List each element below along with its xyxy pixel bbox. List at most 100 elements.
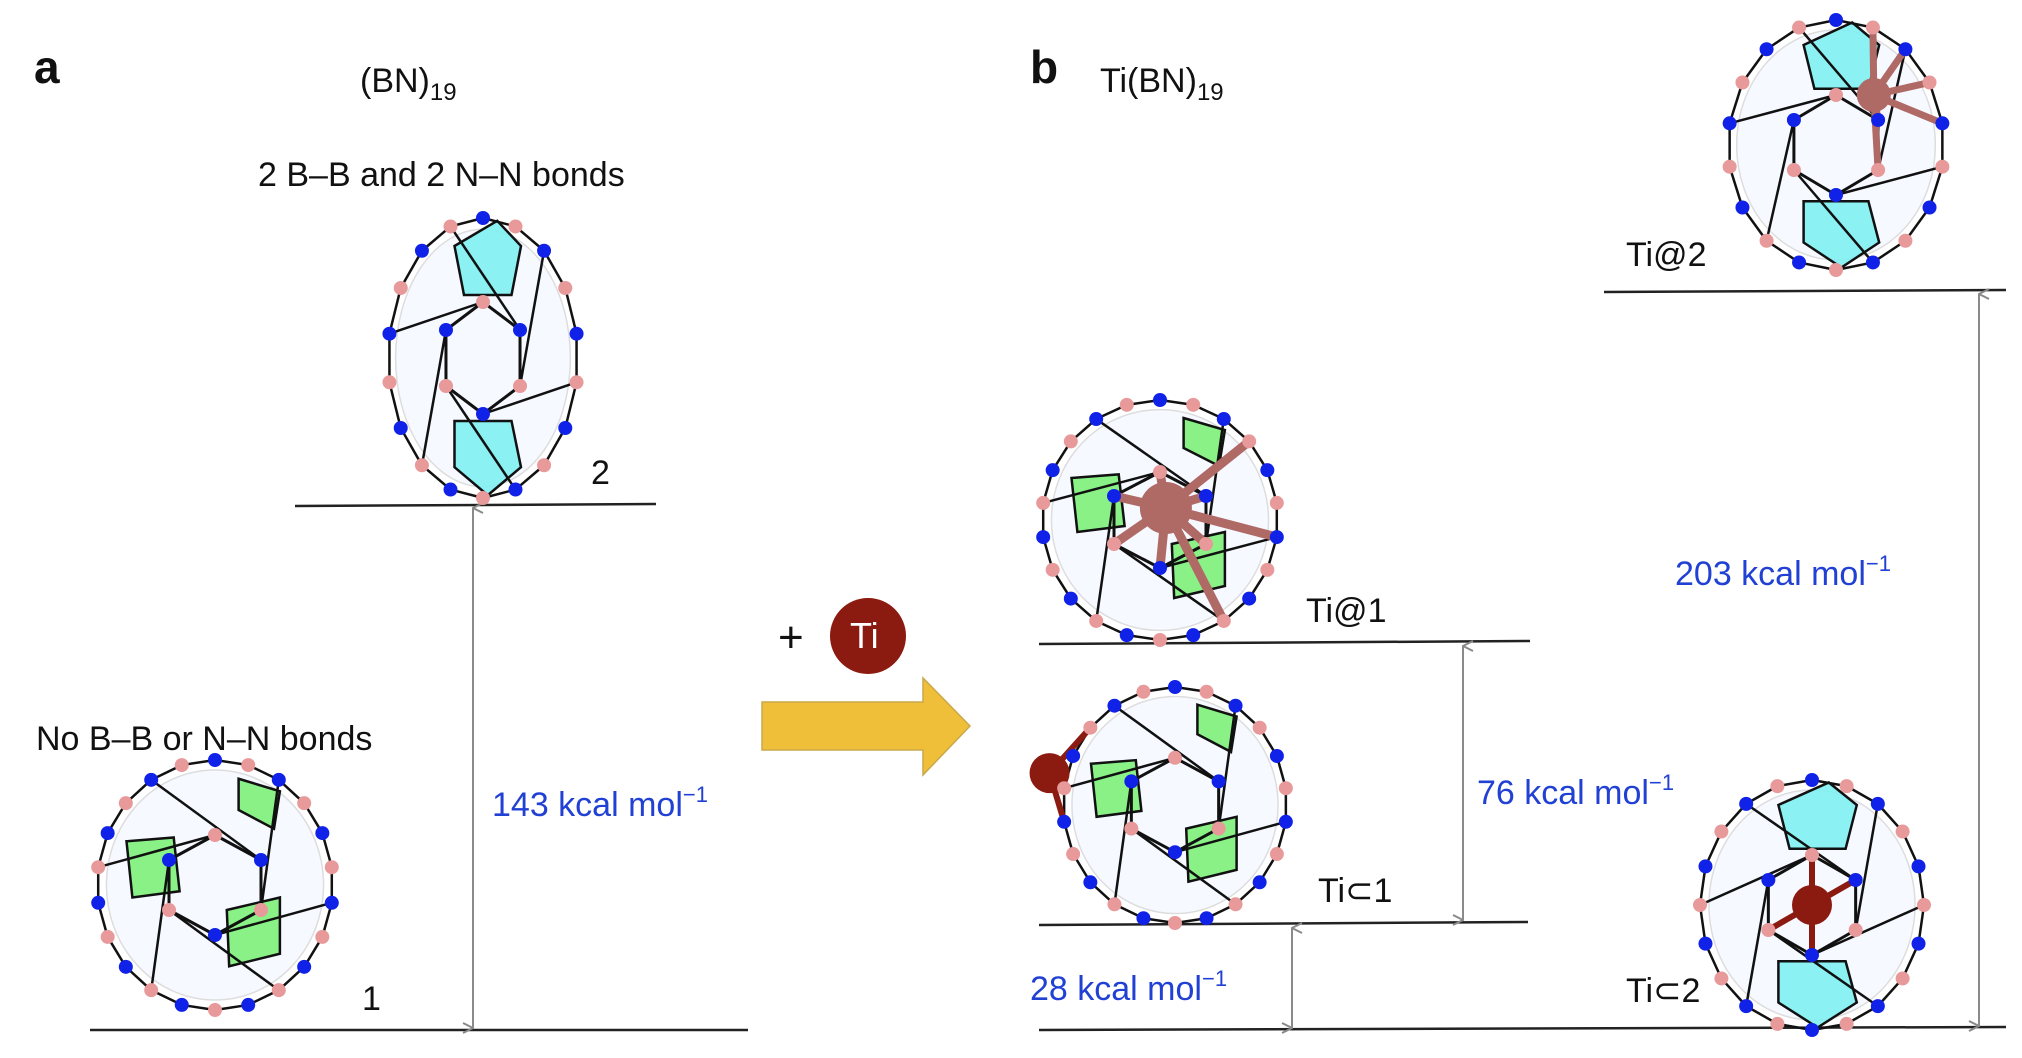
boron-atom <box>1269 847 1284 862</box>
boron-atom <box>315 929 330 944</box>
nitrogen-atom <box>1759 42 1774 57</box>
pentagon-face <box>453 419 523 497</box>
boron-atom <box>253 903 268 917</box>
molecule-ti-at-1 <box>1036 393 1284 647</box>
nitrogen-atom <box>1269 530 1284 545</box>
boron-atom <box>1770 779 1785 794</box>
boron-atom <box>1759 233 1774 248</box>
bond <box>445 300 484 332</box>
bond <box>420 329 448 466</box>
nitrogen-atom <box>324 895 339 910</box>
bond <box>542 250 567 289</box>
boron-atom <box>1168 916 1182 930</box>
nitrogen-atom <box>1228 698 1243 713</box>
boron-atom <box>1871 163 1886 177</box>
panel-a-label: a <box>34 41 60 93</box>
boron-atom <box>91 860 106 875</box>
bond <box>542 427 567 466</box>
boron-atom <box>1278 781 1293 796</box>
bond <box>1729 93 1837 125</box>
bond <box>1113 542 1225 622</box>
boron-atom <box>100 929 115 944</box>
boron-atom <box>1848 923 1863 937</box>
nitrogen-atom <box>1898 42 1913 57</box>
boron-atom <box>1786 163 1801 177</box>
bond <box>1130 756 1176 783</box>
boron-atom <box>1211 821 1226 836</box>
square-face <box>1196 703 1239 754</box>
bond <box>1174 827 1220 854</box>
nitrogen-atom <box>208 928 222 942</box>
boron-atom <box>208 828 222 842</box>
bond <box>1159 542 1207 570</box>
nitrogen-atom <box>297 959 312 974</box>
boron-atom <box>1089 613 1104 628</box>
boron-atom <box>1714 971 1729 986</box>
bond <box>388 287 402 334</box>
boron-atom <box>1216 613 1231 628</box>
level-label-ti-at-2: Ti@2 <box>1626 236 1707 274</box>
nitrogen-atom <box>1036 530 1051 545</box>
boron-atom <box>1805 848 1819 862</box>
boron-atom <box>1063 434 1078 449</box>
nitrogen-atom <box>1922 200 1937 215</box>
isomer-1-note: No B–B or N–N bonds <box>36 720 373 758</box>
bond <box>399 250 424 289</box>
boron-atom <box>1228 897 1243 912</box>
nitrogen-atom <box>513 323 528 337</box>
nitrogen-atom <box>315 826 330 841</box>
energy-unit-exponent: −1 <box>682 782 708 807</box>
nitrogen-atom <box>1252 875 1267 890</box>
boron-atom <box>438 379 453 393</box>
boron-atom <box>476 491 490 505</box>
nitrogen-atom <box>118 959 133 974</box>
nitrogen-atom <box>1870 999 1885 1014</box>
bond <box>564 382 578 429</box>
nitrogen-atom <box>1260 463 1275 478</box>
boron-atom <box>513 379 528 393</box>
bond <box>259 779 281 911</box>
boron-atom <box>1693 898 1707 912</box>
nitrogen-atom <box>569 326 584 341</box>
boron-atom <box>1839 779 1854 794</box>
boron-atom <box>569 375 584 390</box>
nitrogen-atom <box>1829 13 1843 27</box>
boron-atom <box>1057 781 1072 796</box>
nitrogen-atom <box>1107 489 1122 503</box>
energy-value: 143 kcal mol <box>492 786 683 824</box>
square-face <box>225 895 282 968</box>
nitrogen-atom <box>1739 999 1754 1014</box>
boron-atom <box>1083 720 1098 735</box>
boron-atom <box>1107 537 1122 551</box>
nitrogen-atom <box>1119 628 1134 643</box>
bond <box>1811 903 1925 957</box>
boron-atom <box>208 1003 222 1017</box>
formula-subscript: 19 <box>1196 79 1224 106</box>
bond <box>1792 169 1874 264</box>
level-label-2: 2 <box>591 454 610 492</box>
level-line-ti-in-2 <box>1038 1025 2007 1032</box>
level-line-2 <box>294 502 657 508</box>
boron-atom <box>1761 923 1776 937</box>
nitrogen-atom <box>1735 200 1750 215</box>
nitrogen-atom <box>253 853 268 867</box>
boron-atom <box>174 758 189 773</box>
boron-atom <box>476 295 490 309</box>
bond <box>168 908 280 992</box>
molecule-ti-in-1 <box>1029 680 1293 930</box>
molecule-ti-at-2 <box>1722 13 1950 277</box>
bond <box>1765 119 1796 242</box>
boron-atom <box>537 458 552 473</box>
bond <box>1728 166 1744 208</box>
boron-atom <box>144 983 159 998</box>
bond <box>149 859 171 991</box>
boron-atom <box>241 758 256 773</box>
boron-atom <box>382 375 397 390</box>
boron-atom <box>297 796 312 811</box>
nitrogen-atom <box>100 826 115 841</box>
bond <box>214 908 262 937</box>
bond <box>1094 495 1116 622</box>
isomer-2-note: 2 B–B and 2 N–N bonds <box>258 156 625 194</box>
boron-atom <box>1895 824 1910 839</box>
boron-atom <box>1136 684 1151 699</box>
